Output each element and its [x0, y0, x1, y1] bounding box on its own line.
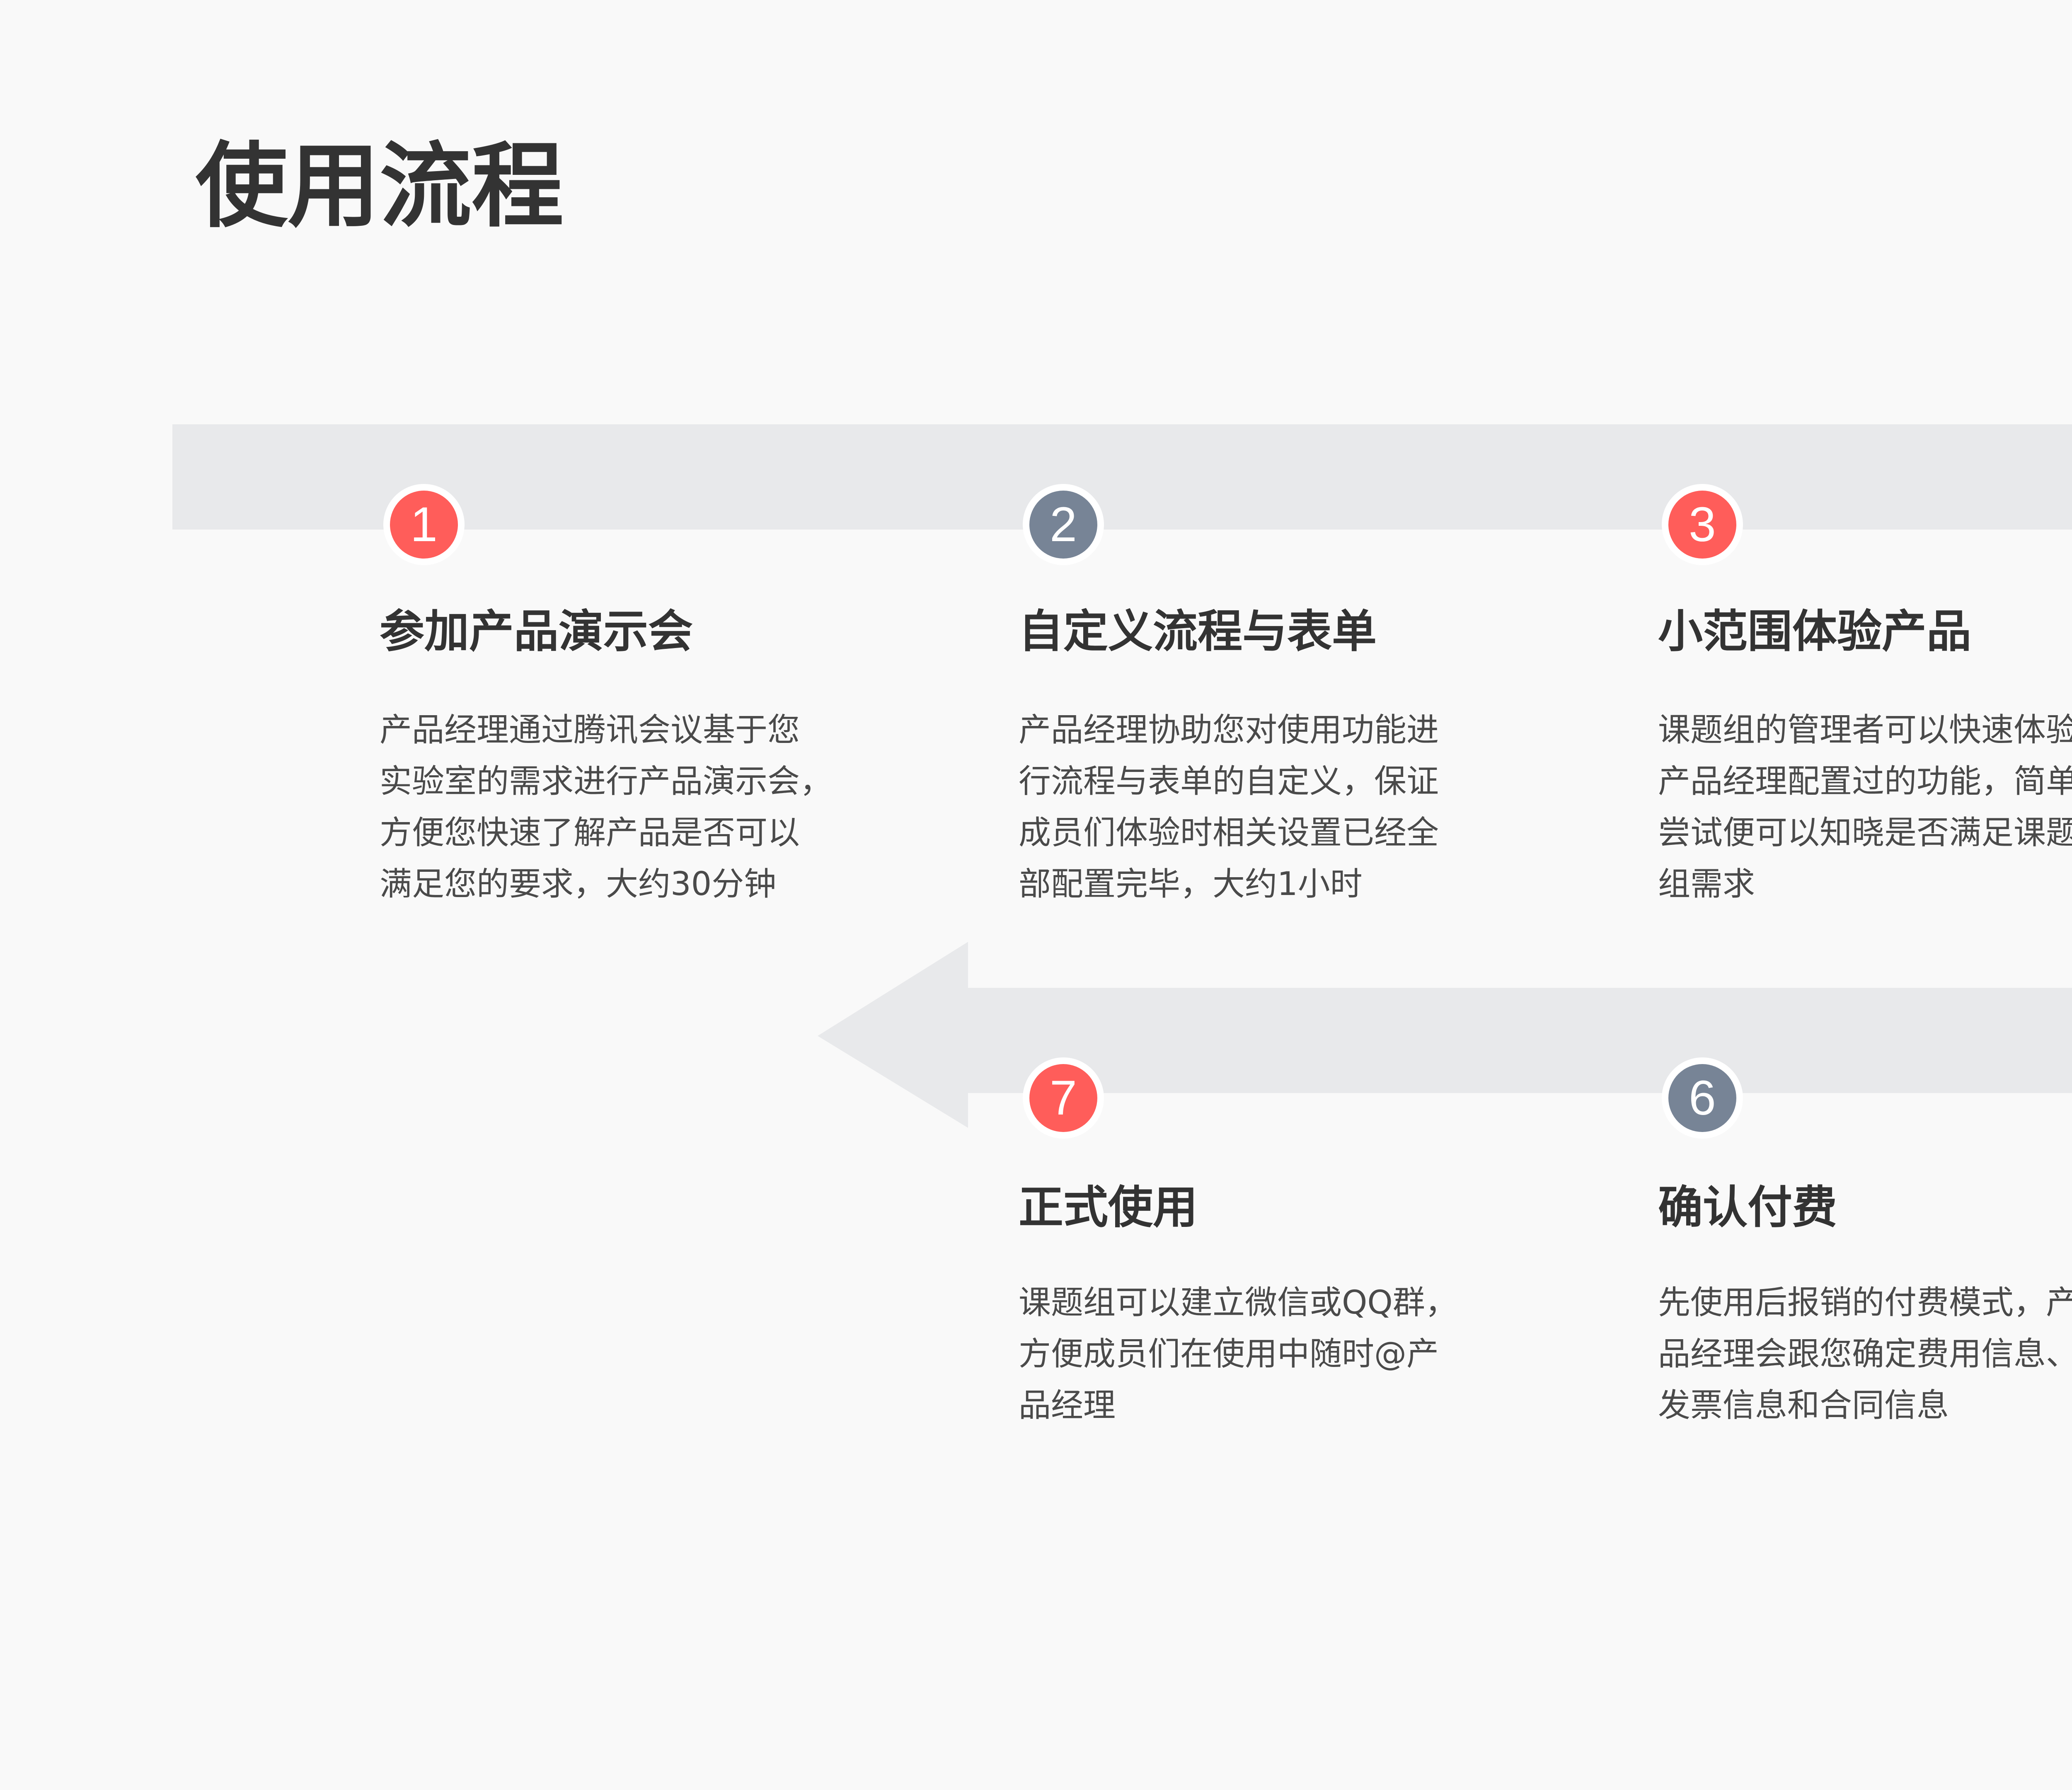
step-7-number: 7: [1029, 1064, 1097, 1132]
page-title: 使用流程: [196, 133, 564, 240]
desc-line: 组需求: [1658, 866, 1755, 903]
step-6-badge: 6: [1662, 1057, 1743, 1139]
desc-line: 品经理会跟您确定费用信息、: [1658, 1335, 2072, 1373]
step-2-title: 自定义流程与表单: [1019, 606, 1377, 658]
step-7-description: 课题组可以建立微信或QQ群， 方便成员们在使用中随时@产 品经理: [1019, 1277, 1458, 1431]
desc-line: 先使用后报销的付费模式，产: [1658, 1284, 2072, 1321]
step-2-number: 2: [1029, 491, 1097, 559]
step-3-badge: 3: [1662, 484, 1743, 565]
step-6-number: 6: [1668, 1064, 1736, 1132]
desc-line: 课题组的管理者可以快速体验: [1658, 711, 2072, 749]
step-7-badge: 7: [1023, 1057, 1104, 1139]
step-1-badge: 1: [383, 484, 465, 565]
desc-line: 尝试便可以知晓是否满足课题: [1658, 814, 2072, 851]
step-1-number: 1: [390, 491, 458, 559]
step-7-title: 正式使用: [1019, 1182, 1198, 1234]
desc-line: 成员们体验时相关设置已经全: [1019, 814, 1439, 851]
desc-line: 满足您的要求，大约30分钟: [380, 866, 777, 903]
desc-line: 产品经理配置过的功能，简单: [1658, 763, 2072, 800]
step-1-title: 参加产品演示会: [380, 606, 693, 658]
desc-line: 方便您快速了解产品是否可以: [380, 814, 800, 851]
desc-line: 部配置完毕，大约1小时: [1019, 866, 1363, 903]
step-3-number: 3: [1668, 491, 1736, 559]
step-1-description: 产品经理通过腾讯会议基于您 实验室的需求进行产品演示会， 方便您快速了解产品是否…: [380, 704, 833, 910]
desc-line: 发票信息和合同信息: [1658, 1387, 1949, 1424]
desc-line: 实验室的需求进行产品演示会，: [380, 763, 833, 800]
step-6-title: 确认付费: [1658, 1182, 1837, 1234]
step-3-title: 小范围体验产品: [1658, 606, 1972, 658]
u-turn-path: [172, 424, 2072, 1128]
step-2-badge: 2: [1023, 484, 1104, 565]
desc-line: 方便成员们在使用中随时@产: [1019, 1335, 1439, 1373]
step-6-description: 先使用后报销的付费模式，产 品经理会跟您确定费用信息、 发票信息和合同信息: [1658, 1277, 2072, 1431]
desc-line: 品经理: [1019, 1387, 1116, 1424]
step-2-description: 产品经理协助您对使用功能进 行流程与表单的自定义，保证 成员们体验时相关设置已经…: [1019, 704, 1458, 910]
step-3-description: 课题组的管理者可以快速体验 产品经理配置过的功能，简单 尝试便可以知晓是否满足课…: [1658, 704, 2072, 910]
desc-line: 行流程与表单的自定义，保证: [1019, 763, 1439, 800]
desc-line: 产品经理协助您对使用功能进: [1019, 711, 1439, 749]
desc-line: 产品经理通过腾讯会议基于您: [380, 711, 800, 749]
desc-line: 课题组可以建立微信或QQ群，: [1019, 1284, 1457, 1321]
